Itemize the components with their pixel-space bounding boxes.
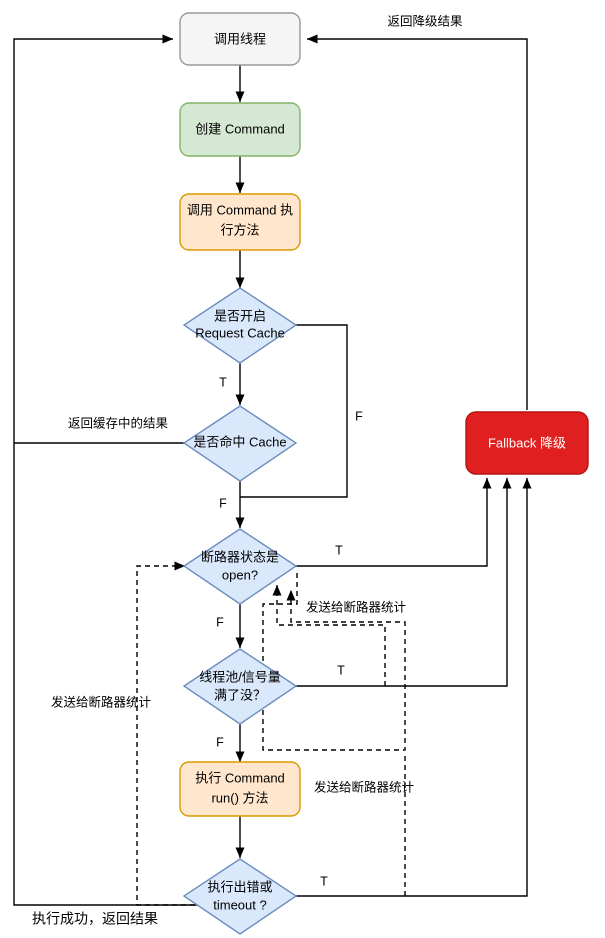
create-command-shape (179, 102, 301, 157)
run-method-label-line1: 执行 Command (195, 770, 285, 785)
node-request-cache-enabled[interactable]: 是否开启 Request Cache (182, 287, 298, 364)
error-or-timeout-shape (182, 858, 298, 935)
fallback-shape (465, 411, 589, 475)
branch-request-cache-false: F (355, 409, 363, 423)
branch-request-cache-true: T (219, 375, 227, 389)
circuit-open-shape (182, 528, 298, 605)
edge-stats-upper-dashed (262, 573, 406, 751)
label-send-stats-left: 发送给断路器统计 (51, 694, 151, 709)
circuit-open-label-line1: 断路器状态是 (201, 549, 279, 564)
invoke-command-label-line2: 行方法 (220, 222, 259, 237)
branch-error-true: T (320, 874, 328, 888)
calling-thread-shape (179, 12, 301, 66)
node-run-method[interactable]: 执行 Command run() 方法 (179, 761, 301, 817)
cache-hit-label: 是否命中 Cache (193, 434, 286, 449)
edge-stats-mid-dashed (272, 584, 386, 686)
branch-pool-full-false: F (216, 735, 224, 749)
edge-stats-left-dashed (136, 561, 240, 906)
calling-thread-label: 调用线程 (214, 31, 266, 46)
label-send-stats-mid: 发送给断路器统计 (306, 599, 406, 614)
node-create-command[interactable]: 创建 Command (179, 102, 301, 157)
edge-fallback-to-thread (306, 34, 528, 410)
node-calling-thread[interactable]: 调用线程 (179, 12, 301, 66)
request-cache-label-line1: 是否开启 (214, 308, 266, 323)
label-send-stats-bottom: 发送给断路器统计 (314, 779, 414, 794)
label-return-fallback-result: 返回降级结果 (387, 14, 463, 28)
edge-poolfull-true (295, 477, 512, 687)
run-method-shape (179, 761, 301, 817)
node-error-or-timeout[interactable]: 执行出错或 timeout ? (182, 858, 298, 935)
node-fallback[interactable]: Fallback 降级 (465, 411, 589, 475)
cache-hit-shape (182, 405, 298, 482)
edge-requestcache-false (240, 324, 348, 498)
pool-full-label-line1: 线程池/信号量 (199, 669, 281, 684)
node-circuit-open[interactable]: 断路器状态是 open? (182, 528, 298, 605)
error-label-line2: timeout ? (213, 897, 266, 912)
pool-full-shape (182, 648, 298, 725)
fallback-label: Fallback 降级 (488, 435, 566, 450)
invoke-command-label-line1: 调用 Command 执 (187, 202, 293, 217)
invoke-command-shape (179, 193, 301, 251)
create-command-label: 创建 Command (195, 121, 285, 136)
run-method-label-line2: run() 方法 (211, 790, 268, 805)
node-pool-full[interactable]: 线程池/信号量 满了没？ (182, 648, 298, 725)
error-label-line1: 执行出错或 (207, 879, 272, 894)
label-return-cached-result: 返回缓存中的结果 (68, 415, 169, 430)
edge-error-true (295, 477, 532, 897)
request-cache-shape (182, 287, 298, 364)
branch-circuit-open-false: F (216, 615, 224, 629)
node-cache-hit[interactable]: 是否命中 Cache (182, 405, 298, 482)
branch-circuit-open-true: T (335, 543, 343, 557)
node-invoke-command[interactable]: 调用 Command 执 行方法 (179, 193, 301, 251)
request-cache-label-line2: Request Cache (195, 325, 285, 340)
branch-pool-full-true: T (337, 663, 345, 677)
edge-circuit-open-true (295, 477, 492, 567)
edge-left-rail-to-thread (13, 34, 174, 443)
pool-full-label-line2: 满了没？ (214, 687, 266, 702)
branch-cache-hit-false: F (219, 496, 227, 510)
circuit-open-label-line2: open? (222, 567, 258, 582)
label-success-return: 执行成功，返回结果 (32, 911, 158, 927)
